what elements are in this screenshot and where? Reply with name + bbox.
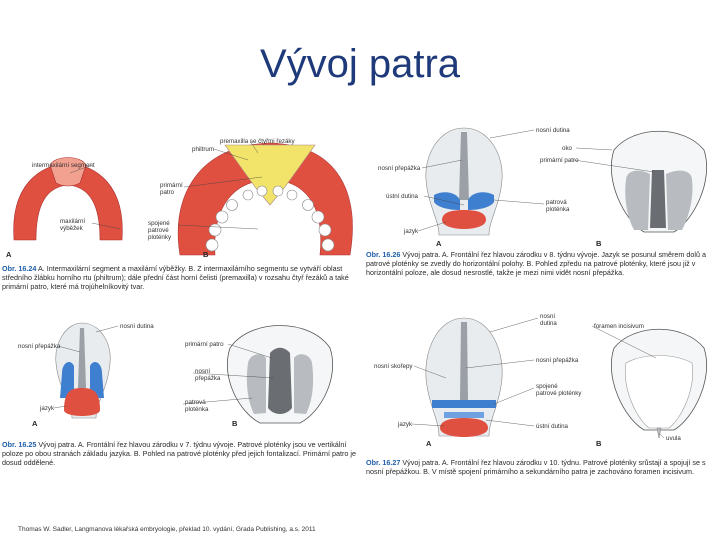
label-b: B xyxy=(203,250,209,259)
figure-16-24-drawing: intermaxilární segment philtrum premaxil… xyxy=(6,138,353,259)
label-incisive-foramen: foramen incisivum xyxy=(594,323,644,330)
label-nasal-cavity: nosní dutina xyxy=(536,127,570,134)
label-maxillary-l2: výběžek xyxy=(60,225,84,232)
label-nasal-septum-b-l2: přepážka xyxy=(195,375,221,382)
figure-16-27-drawing: nosní dutina foramen incisivum nosní pře… xyxy=(374,313,708,448)
label-eye: oko xyxy=(562,145,573,152)
label-nasal-concha: nosní skořepy xyxy=(374,363,413,370)
label-fused-l1: spojené xyxy=(148,220,170,227)
label-maxillary: maxilární výběžek xyxy=(60,218,87,232)
label-palatal-shelf: patrová ploténka xyxy=(546,199,570,213)
label-nasal-cavity-l1: nosní xyxy=(540,313,555,320)
figure-16-26: nosní dutina oko nosní přepážka primární… xyxy=(364,120,720,298)
label-palatal-shelf-l1: patrová xyxy=(185,399,206,406)
figure-16-24: intermaxilární segment philtrum premaxil… xyxy=(0,125,362,300)
label-tongue: jazyk xyxy=(403,228,419,235)
slide-title: Vývoj patra xyxy=(259,42,461,86)
label-uvula: uvula xyxy=(666,435,681,442)
label-oral-cavity: ústní dutina xyxy=(536,423,569,430)
label-a: A xyxy=(436,239,442,248)
label-primary-palate: primární patro xyxy=(160,182,184,196)
label-oral-cavity: ústní dutina xyxy=(386,193,419,200)
figure-16-25: nosní dutina nosní přepážka primární pat… xyxy=(0,318,362,478)
figure-16-26-drawing: nosní dutina oko nosní přepážka primární… xyxy=(378,127,708,248)
label-palatal-shelf-l1: patrová xyxy=(546,199,567,206)
label-fused: spojené patrové ploténky xyxy=(148,220,172,241)
caption-16-27-number: Obr. 16.27 xyxy=(366,458,401,467)
label-fused-l2: patrové xyxy=(148,227,169,234)
label-fused: spojené patrové ploténky xyxy=(536,383,582,397)
caption-16-24-number: Obr. 16.24 xyxy=(2,264,37,273)
figure-16-25-drawing: nosní dutina nosní přepážka primární pat… xyxy=(18,322,334,428)
label-nasal-septum: nosní přepážka xyxy=(18,343,61,350)
label-nasal-cavity: nosní dutina xyxy=(540,313,557,327)
label-primary-palate: primární patro xyxy=(185,341,224,348)
label-nasal-septum-b: nosní přepážka xyxy=(195,368,221,382)
caption-16-24: Obr. 16.24 A. Intermaxilární segment a m… xyxy=(2,264,358,291)
caption-16-24-text: A. Intermaxilární segment a maxilární vý… xyxy=(2,264,349,291)
label-nasal-septum: nosní přepážka xyxy=(536,357,579,364)
label-maxillary-l1: maxilární xyxy=(60,218,85,225)
label-tongue: jazyk xyxy=(397,421,413,428)
caption-16-26: Obr. 16.26 Vývoj patra. A. Frontální řez… xyxy=(366,250,716,277)
label-nasal-cavity: nosní dutina xyxy=(120,323,154,330)
caption-16-25: Obr. 16.25 Vývoj patra. A. Frontální řez… xyxy=(2,440,358,467)
label-intermaxillary: intermaxilární segment xyxy=(32,162,95,169)
label-fused-l3: ploténky xyxy=(148,234,172,241)
label-premaxilla: premaxilla se čtyřmi řezáky xyxy=(220,138,296,145)
label-fused-l2: patrové ploténky xyxy=(536,390,582,397)
label-primary-palate-l1: primární xyxy=(160,182,183,189)
label-philtrum: philtrum xyxy=(192,146,214,153)
caption-16-27-text: Vývoj patra. A. Frontální řez hlavou zár… xyxy=(366,458,706,476)
label-a: A xyxy=(426,439,432,448)
caption-16-25-number: Obr. 16.25 xyxy=(2,440,37,449)
caption-16-26-number: Obr. 16.26 xyxy=(366,250,401,259)
label-primary-palate-l2: patro xyxy=(160,189,175,196)
label-palatal-shelf: patrová ploténka xyxy=(185,399,209,413)
label-fused-l1: spojené xyxy=(536,383,558,390)
label-palatal-shelf-l2: ploténka xyxy=(546,206,570,213)
source-credit: Thomas W. Sadler, Langmanova lékařská em… xyxy=(18,526,316,533)
label-b: B xyxy=(596,239,602,248)
label-primary-palate: primární patro xyxy=(540,157,579,164)
label-nasal-cavity-l2: dutina xyxy=(540,320,557,327)
label-palatal-shelf-l2: ploténka xyxy=(185,406,209,413)
label-b: B xyxy=(596,439,602,448)
label-b: B xyxy=(232,419,238,428)
label-nasal-septum-b-l1: nosní xyxy=(195,368,210,375)
label-nasal-septum: nosní přepážka xyxy=(378,165,421,172)
caption-16-27: Obr. 16.27 Vývoj patra. A. Frontální řez… xyxy=(366,458,716,476)
caption-16-25-text: Vývoj patra. A. Frontální řez hlavou zár… xyxy=(2,440,356,467)
label-a: A xyxy=(32,419,38,428)
label-a: A xyxy=(6,250,12,259)
label-tongue: jazyk xyxy=(39,405,55,412)
caption-16-26-text: Vývoj patra. A. Frontální řez hlavou zár… xyxy=(366,250,706,277)
figure-16-27: nosní dutina foramen incisivum nosní pře… xyxy=(364,308,720,498)
